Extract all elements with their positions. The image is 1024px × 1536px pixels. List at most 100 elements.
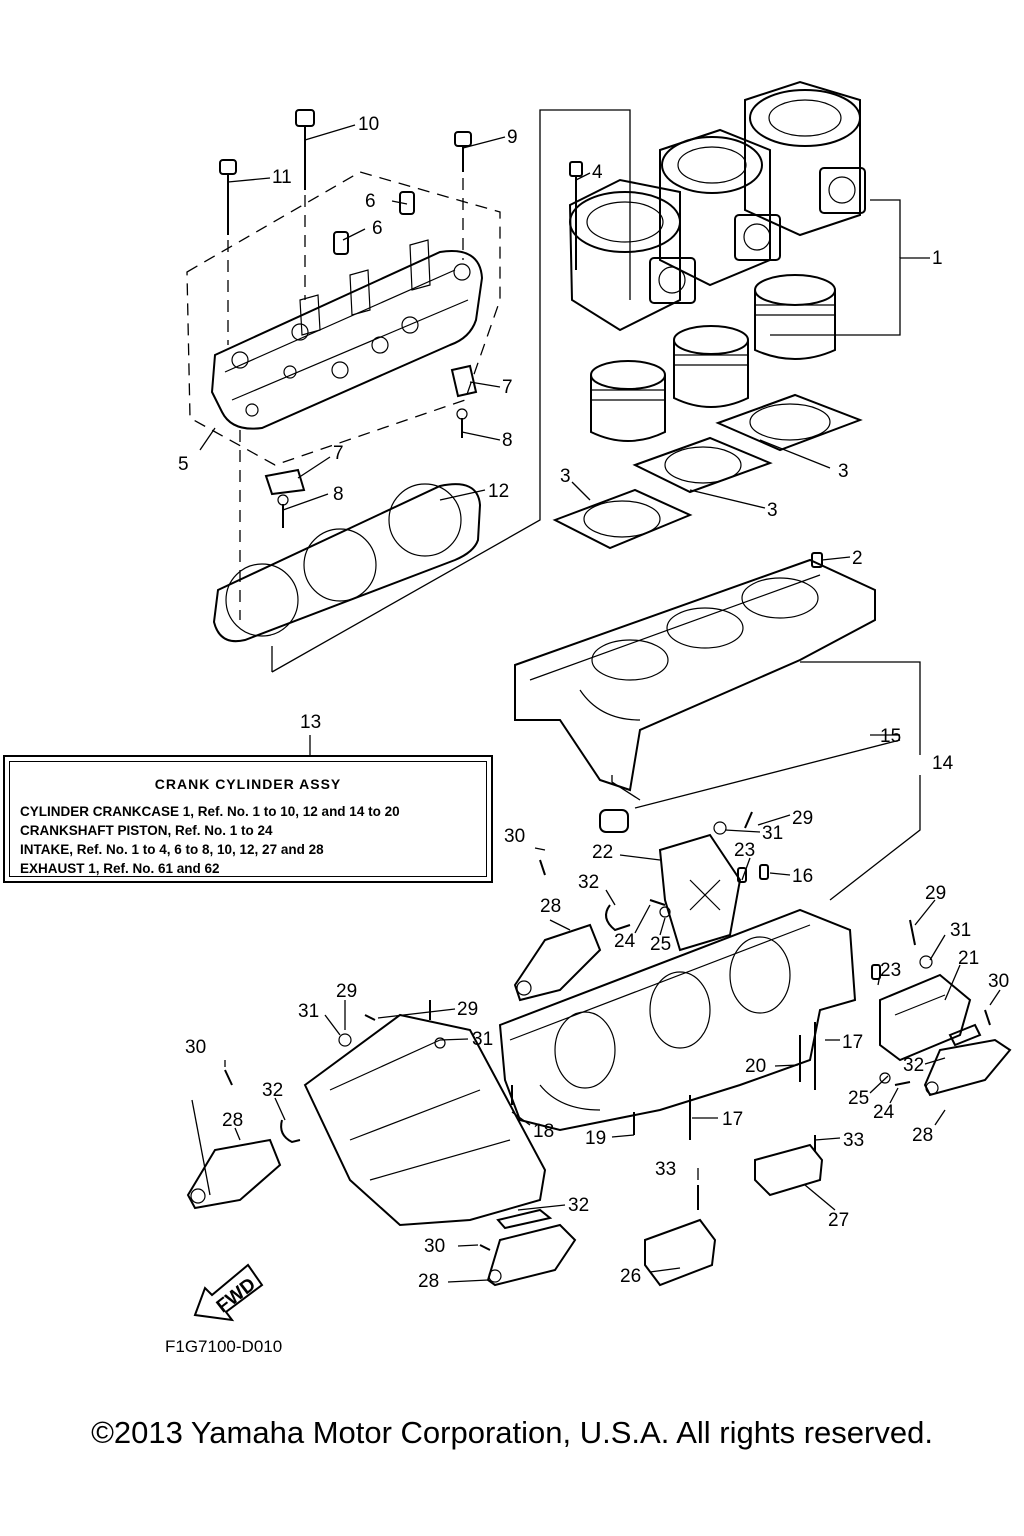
assembly-line: INTAKE, Ref. No. 1 to 4, 6 to 8, 10, 12,… [20,842,324,857]
callout-leaders [191,124,1001,1283]
crankcase-upper [514,552,876,792]
callout-20: 20 [745,1056,766,1077]
mount-bracket [879,973,972,1062]
callout-29: 29 [925,883,946,904]
callout-32: 32 [903,1055,924,1076]
callout-26: 26 [620,1266,641,1287]
callout-7: 7 [502,377,513,398]
callout-3: 3 [767,500,778,521]
callout-23: 23 [734,840,755,861]
callout-31: 31 [298,1001,319,1022]
callout-14: 14 [932,753,954,774]
bearing-seal [599,809,629,833]
engine-mount [923,1038,1012,1097]
callout-25: 25 [848,1088,869,1109]
fwd-label: FWD [213,1274,260,1317]
callout-6: 6 [372,218,383,239]
dowel-pin [333,231,349,255]
head-gasket [212,483,482,643]
callout-numbers: 1 2 3 3 3 4 5 6 6 7 7 8 8 9 10 11 12 13 … [178,114,1009,1292]
callout-19: 19 [585,1128,606,1149]
callout-28: 28 [912,1125,933,1146]
engine-mount [513,923,602,1002]
callout-32: 32 [262,1080,283,1101]
callout-9: 9 [507,127,518,148]
callout-17: 17 [842,1032,863,1053]
callout-5: 5 [178,454,189,475]
callout-28: 28 [418,1271,439,1292]
callout-2: 2 [852,548,863,569]
exhaust-manifold [303,1013,547,1227]
callout-27: 27 [828,1210,849,1231]
callout-3: 3 [838,461,849,482]
callout-31: 31 [950,920,971,941]
callout-13: 13 [300,712,321,733]
callout-31: 31 [762,823,783,844]
callout-17: 17 [722,1109,743,1130]
callout-16: 16 [792,866,813,887]
callout-28: 28 [540,896,561,917]
hose-clip [948,1023,982,1047]
callout-11: 11 [272,167,292,188]
callout-7: 7 [333,443,344,464]
callout-6: 6 [365,191,376,212]
head-bolt [295,109,315,300]
callout-30: 30 [185,1037,206,1058]
callout-4: 4 [592,162,603,183]
base-gasket [632,436,773,494]
callout-30: 30 [988,971,1009,992]
callout-22: 22 [592,842,613,863]
callout-8: 8 [333,484,344,505]
crankcase-lower [498,908,857,1132]
assembly-info-box: CRANK CYLINDER ASSY CYLINDER CRANKCASE 1… [3,755,493,883]
base-gasket [552,488,693,550]
callout-30: 30 [504,826,525,847]
callout-29: 29 [457,999,478,1020]
assembly-line: EXHAUST 1, Ref. No. 61 and 62 [20,861,220,876]
callout-21: 21 [958,948,979,969]
drawing-code: F1G7100-D010 [165,1337,283,1356]
forward-arrow-icon: FWD [193,1263,264,1322]
piston [754,274,836,360]
callout-1: 1 [932,248,943,269]
engine-mount [186,1138,282,1210]
assembly-title: CRANK CYLINDER ASSY [154,776,342,792]
cover [644,1218,717,1287]
callout-15: 15 [880,726,901,747]
callout-33: 33 [843,1130,864,1151]
mount-bracket [658,833,742,952]
callout-28: 28 [222,1110,243,1131]
callout-24: 24 [873,1102,895,1123]
cylinder-block [568,80,866,332]
hose-clip [496,1208,553,1230]
copyright-notice: ©2013 Yamaha Motor Corporation, U.S.A. A… [91,1415,933,1450]
callout-30: 30 [424,1236,445,1257]
assembly-line: CRANKSHAFT PISTON, Ref. No. 1 to 24 [20,823,273,838]
hose-clip [280,1119,301,1144]
piston [590,360,666,442]
cylinder-head [210,250,484,430]
callout-8: 8 [502,430,513,451]
callout-23: 23 [880,960,901,981]
callout-29: 29 [336,981,357,1002]
bracket [450,364,478,398]
callout-24: 24 [614,931,636,952]
callout-33: 33 [655,1159,676,1180]
hose-clip [605,904,631,932]
callout-31: 31 [472,1029,493,1050]
head-bolt [219,159,237,345]
callout-29: 29 [792,808,813,829]
piston [673,325,749,408]
callout-32: 32 [568,1195,589,1216]
head-bolt [454,131,472,260]
head-dashed-outline [186,171,501,466]
assembly-line: CYLINDER CRANKCASE 1, Ref. No. 1 to 10, … [20,804,400,819]
callout-25: 25 [650,934,671,955]
callout-10: 10 [358,114,379,135]
engine-mount [486,1223,577,1287]
callout-18: 18 [533,1121,554,1142]
bracket [264,468,306,496]
base-gasket [715,393,863,452]
cylinder-head-group [186,109,501,620]
